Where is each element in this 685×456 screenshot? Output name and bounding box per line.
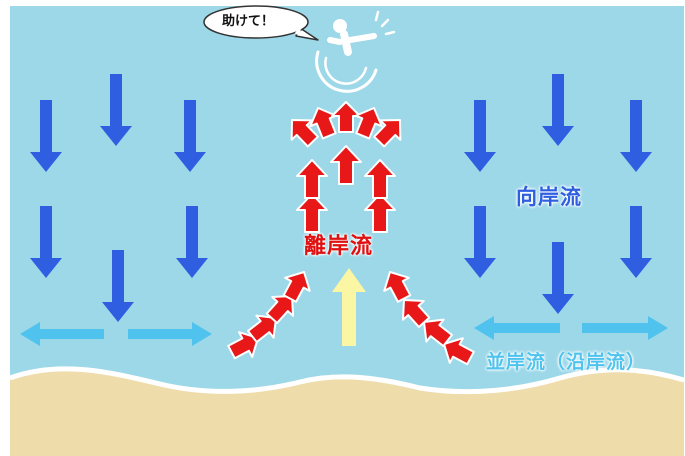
- onshore-current-label: 向岸流: [516, 185, 582, 209]
- shoreline-foam: [9, 366, 685, 395]
- longshore-current-arrows: [20, 316, 668, 346]
- rip-current-label: 離岸流: [304, 234, 374, 259]
- speech-bubble: [203, 5, 319, 41]
- help-speech-text: 助けて！: [222, 14, 275, 29]
- drowning-swimmer-icon: [315, 10, 396, 93]
- longshore-current-label: 並岸流（沿岸流）: [486, 351, 647, 373]
- beach-sand: [10, 368, 684, 456]
- incoming-wave-arrow: [332, 268, 366, 346]
